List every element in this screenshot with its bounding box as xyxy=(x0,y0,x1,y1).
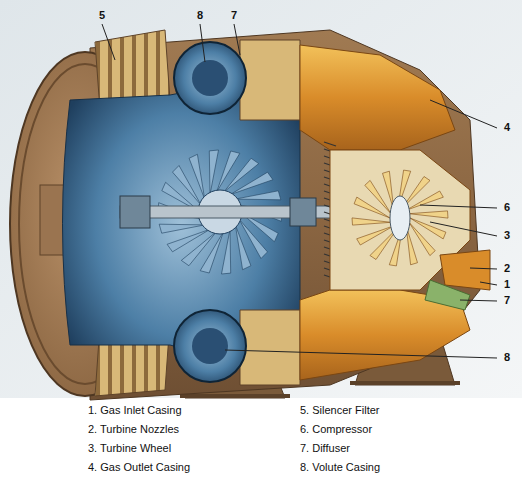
callout-number: 6 xyxy=(504,201,510,213)
part-name: 1. Gas Inlet Casing xyxy=(88,404,182,417)
part-name: 7. Diffuser xyxy=(300,442,350,455)
callout-number: 7 xyxy=(504,294,510,306)
part-name: 2. Turbine Nozzles xyxy=(88,423,179,436)
part-name: 3. Turbine Wheel xyxy=(88,442,171,455)
callout-number: 8 xyxy=(504,351,510,363)
part-name: 6. Compressor xyxy=(300,423,372,436)
part-name: 8. Volute Casing xyxy=(300,461,380,474)
callout-number: 4 xyxy=(504,121,510,133)
callout-number: 3 xyxy=(504,229,510,241)
part-name: 5. Silencer Filter xyxy=(300,404,379,417)
callout-number: 2 xyxy=(504,262,510,274)
leader-lines xyxy=(102,24,497,358)
callout-number: 8 xyxy=(197,9,203,21)
callout-number: 7 xyxy=(231,9,237,21)
part-name: 4. Gas Outlet Casing xyxy=(88,461,190,474)
callout-number: 5 xyxy=(99,9,105,21)
callout-number: 1 xyxy=(504,278,510,290)
